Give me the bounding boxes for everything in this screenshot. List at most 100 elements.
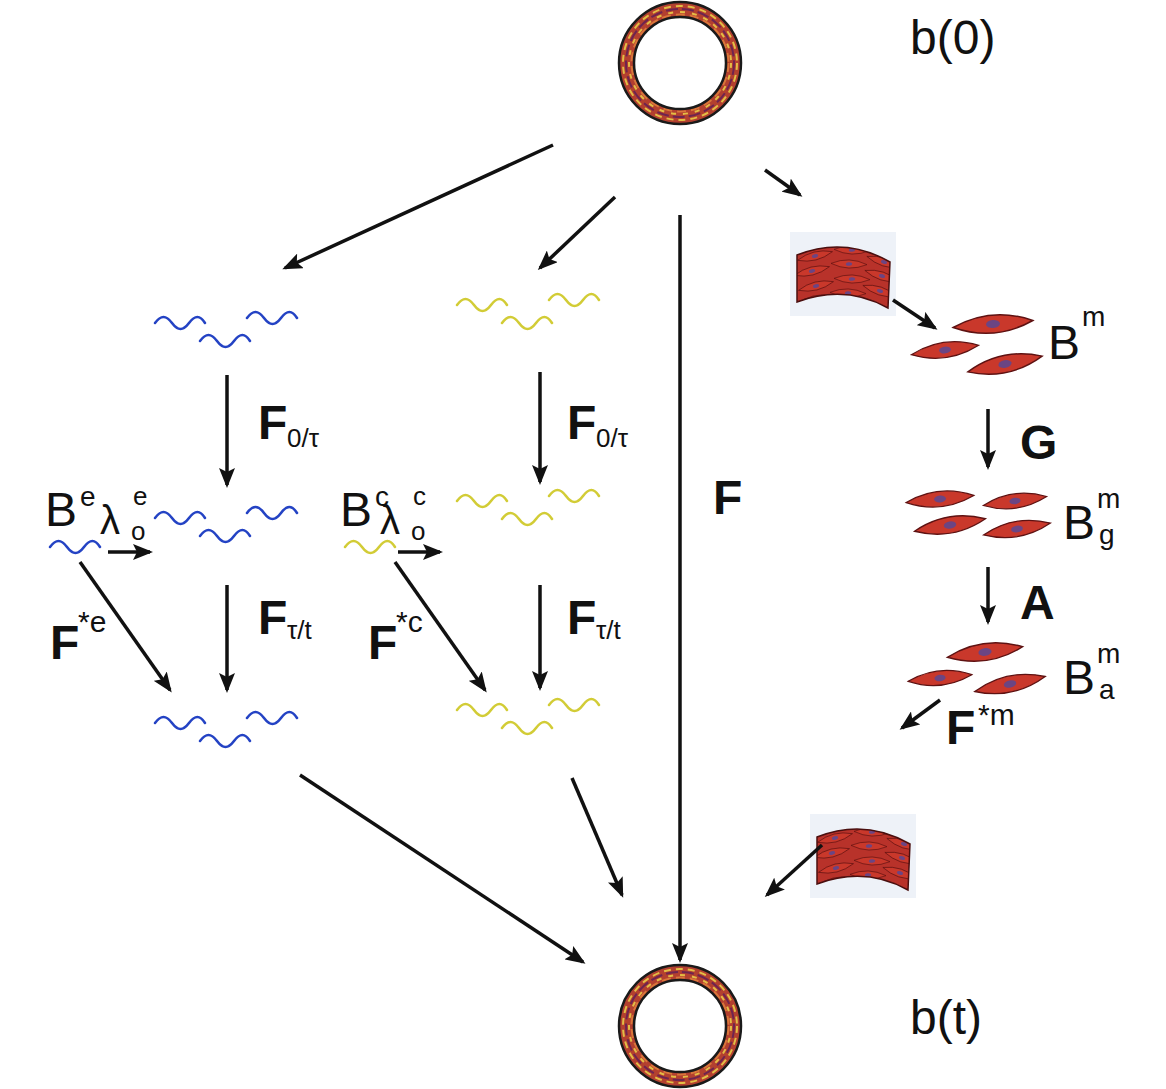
muscle-cell (905, 488, 974, 510)
operator-symbol: F (946, 704, 975, 752)
node-text-slot: b(0) (910, 14, 995, 62)
label-slot: λ (100, 500, 120, 540)
node-label: b(t) (910, 994, 982, 1042)
arrow (902, 700, 940, 728)
connector-arrow (986, 567, 990, 622)
fiber-group (155, 507, 297, 542)
cell-nucleus (1003, 679, 1017, 689)
node-index: a (1099, 676, 1115, 704)
label-slot: λ (380, 500, 400, 540)
node-label: b(0) (910, 14, 995, 62)
node-index: m (1097, 485, 1120, 513)
subscript: 0/τ (287, 425, 319, 451)
collagen-fibers (457, 294, 599, 734)
label-slot: c (413, 483, 426, 509)
fiber-group (155, 312, 297, 347)
node-text-slot: a (1099, 676, 1115, 704)
cell-body (952, 312, 1033, 337)
operator-symbol: F (258, 594, 287, 642)
muscle-cells-shape (905, 640, 1055, 700)
label-slot: *c (396, 607, 423, 637)
label-slot: F (258, 594, 287, 642)
fiber-group (457, 294, 599, 329)
cell-body (982, 489, 1047, 512)
muscle-cell (907, 667, 972, 688)
subscript: τ/t (596, 617, 621, 643)
wall-layer (629, 975, 731, 1077)
fiber-group (457, 699, 599, 734)
label-slot: F (50, 619, 79, 667)
arrow (540, 197, 615, 268)
label-slot: 0/τ (287, 425, 319, 451)
operator-symbol: F (258, 399, 287, 447)
wall-layer (632, 15, 729, 112)
arrow (572, 778, 622, 895)
arrow (300, 775, 583, 962)
vessel-wall (619, 965, 741, 1087)
label-slot: o (411, 518, 425, 544)
wall-layer (623, 969, 737, 1083)
label-slot: 0/τ (596, 425, 628, 451)
vessel-lumen (634, 980, 726, 1072)
cell-nucleus (1009, 497, 1021, 505)
wall-layer (623, 6, 737, 120)
operator-symbol: F (567, 399, 596, 447)
subscript: τ/t (287, 617, 312, 643)
cell-body (907, 667, 972, 688)
cell-body (946, 638, 1024, 666)
label-slot: *m (978, 700, 1015, 730)
arrows (80, 145, 940, 962)
elastin-fibers (155, 312, 297, 747)
edge-label-slot: A (1020, 579, 1055, 627)
edge-label-slot: F (713, 474, 742, 522)
muscle-cell (946, 638, 1024, 666)
muscle-strip (810, 814, 922, 898)
muscle-cell (982, 489, 1047, 512)
muscle-cell (966, 348, 1044, 381)
label-slot: o (131, 518, 145, 544)
node-text-slot: g (1099, 521, 1115, 549)
label-slot: F (567, 399, 596, 447)
parameter-symbol: λ (100, 500, 120, 540)
cell-body (966, 348, 1044, 381)
superscript: e (133, 483, 147, 509)
vessel-ring: b(t) (618, 964, 742, 1088)
node-text-slot: m (1097, 640, 1120, 668)
label-slot: τ/t (596, 617, 621, 643)
node-label: B (1063, 499, 1095, 547)
arrow (285, 145, 553, 268)
label-slot: τ/t (287, 617, 312, 643)
cell-nucleus (934, 674, 946, 682)
node-text-slot: B (340, 486, 372, 534)
operator-symbol: F (567, 594, 596, 642)
node-label: B (340, 486, 372, 534)
muscle-cell (973, 669, 1047, 700)
cell-body (905, 488, 974, 510)
muscle-strip (790, 232, 902, 316)
operator-symbol: A (1020, 579, 1055, 627)
vessel-ring-shape (618, 1, 742, 125)
node-index: g (1099, 521, 1115, 549)
arrow (765, 170, 800, 195)
muscle-cells-shape (895, 485, 1060, 545)
label-slot: e (133, 483, 147, 509)
wall-layer (626, 9, 734, 117)
cell-nucleus (998, 359, 1013, 369)
muscle-cells-shape (905, 312, 1050, 387)
cell-nucleus (978, 647, 992, 656)
muscle-cell (913, 511, 987, 539)
arrow (225, 375, 229, 485)
operator-symbol: F (368, 619, 397, 667)
wall-layer (632, 978, 729, 1075)
cell-body (913, 511, 987, 539)
node-text-slot: e (80, 483, 96, 511)
node-index: m (1082, 303, 1105, 331)
muscle-cell (982, 516, 1052, 543)
arrow (893, 300, 935, 328)
vessel-ring-shape (618, 964, 742, 1088)
node-text-slot: B (1063, 499, 1095, 547)
vessel-lumen (634, 17, 726, 109)
connector-arrow (678, 215, 682, 960)
vessel-ring: b(0) (618, 1, 742, 125)
